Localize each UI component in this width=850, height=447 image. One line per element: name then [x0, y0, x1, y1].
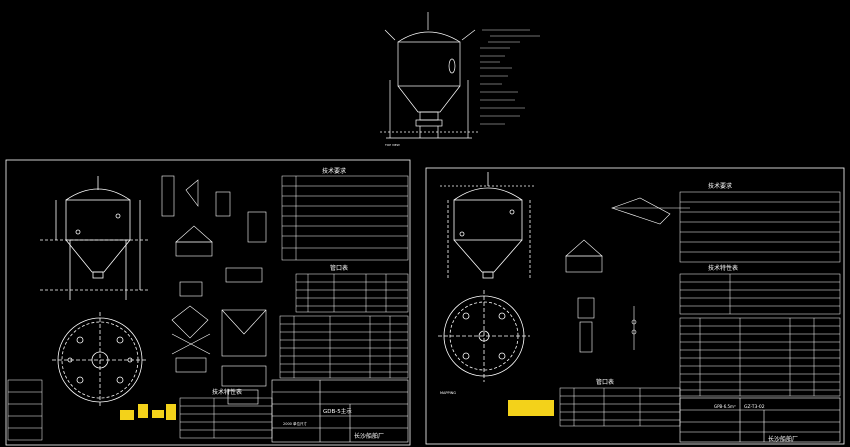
right-vessel-elevation — [440, 172, 536, 280]
right-tech-req-title: 技术要求 — [708, 182, 732, 190]
left-highlight-blocks — [120, 404, 176, 420]
left-drawing-title: GDB-5主示 — [323, 407, 352, 415]
right-sheet-border — [425, 167, 845, 445]
right-company-name: 长沙船舶厂 — [768, 435, 798, 443]
left-sheet: 技术要求 管口表 技术特性表 — [5, 159, 411, 446]
right-nozzle-table-title: 管口表 — [596, 378, 614, 386]
right-bottom-label: MAPPING — [440, 391, 456, 395]
left-nozzle-table-title: 管口表 — [330, 264, 348, 272]
right-plan-view — [438, 290, 530, 382]
top-vessel-elevation: TOP VIEW — [380, 12, 480, 147]
right-tech-requirements: 技术要求 — [679, 182, 841, 263]
right-nozzle-table: 管口表 — [559, 378, 681, 427]
right-drawing-code: GPB-6.5m³ — [714, 404, 736, 409]
right-parts-list — [679, 317, 841, 397]
right-detail-sketches — [565, 197, 690, 353]
left-tech-requirements: 技术要求 — [281, 167, 409, 261]
left-side-table — [7, 379, 43, 441]
right-sheet: 技术要求 技术特性表 管口表 — [425, 167, 845, 445]
left-detail-sketches — [161, 175, 267, 405]
left-scale-note: 2000 单位尺寸 — [283, 421, 308, 426]
top-callout-list — [480, 29, 540, 125]
left-spec-table-title: 技术特性表 — [212, 388, 242, 396]
left-sheet-border — [5, 159, 411, 446]
left-parts-list — [279, 315, 409, 379]
right-spec-table: 技术特性表 — [679, 264, 841, 315]
left-nozzle-table: 管口表 — [295, 264, 409, 313]
right-highlight-blocks — [508, 400, 554, 416]
top-sheet: TOP VIEW — [380, 12, 540, 147]
left-title-block: GDB-5主示 2000 单位尺寸 长沙船舶厂 — [271, 379, 409, 443]
top-sheet-caption: TOP VIEW — [384, 143, 400, 147]
right-spec-table-title: 技术特性表 — [708, 264, 738, 272]
left-spec-table: 技术特性表 — [179, 388, 273, 439]
left-company-name: 长沙船舶厂 — [354, 432, 384, 440]
left-tech-req-title: 技术要求 — [322, 167, 346, 175]
left-vessel-elevation — [40, 176, 150, 300]
right-title-block: GPB-6.5m³ GZ-T3-02 长沙船舶厂 MAPPING — [440, 391, 841, 443]
left-plan-view — [52, 312, 148, 408]
right-drawing-number: GZ-T3-02 — [744, 404, 765, 410]
